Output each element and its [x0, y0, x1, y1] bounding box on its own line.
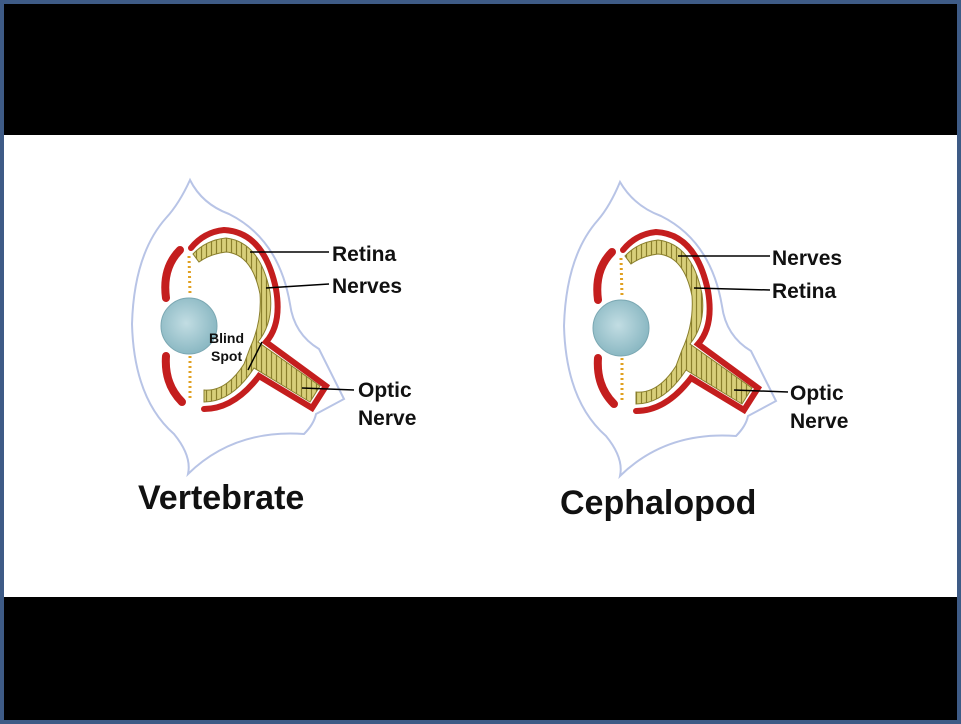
vertebrate-optic-label-line2: Nerve: [358, 407, 416, 430]
cephalopod-nerves-label: Nerves: [772, 247, 842, 270]
cephalopod-retina-label: Retina: [772, 280, 837, 303]
vertebrate-retina-label: Retina: [332, 243, 397, 266]
vertebrate-optic-label-line1: Optic: [358, 379, 412, 402]
cephalopod-title: Cephalopod: [560, 484, 756, 522]
vertebrate-blind-label-line1: Blind: [209, 330, 244, 346]
cephalopod-optic-label-line1: Optic: [790, 382, 844, 405]
vertebrate-title: Vertebrate: [138, 479, 304, 517]
cephalopod-optic-label-line2: Nerve: [790, 410, 848, 433]
vertebrate-eye: Retina Nerves Blind Spot Optic Nerve Ver…: [132, 180, 416, 517]
vertebrate-nerves-label: Nerves: [332, 275, 402, 298]
cephalopod-eye: Nerves Retina Optic Nerve Cephalopod: [560, 182, 848, 522]
vertebrate-blind-label-line2: Spot: [211, 348, 242, 364]
cephalopod-lens: [593, 300, 649, 356]
eye-comparison-diagram: Retina Nerves Blind Spot Optic Nerve Ver…: [4, 4, 957, 720]
